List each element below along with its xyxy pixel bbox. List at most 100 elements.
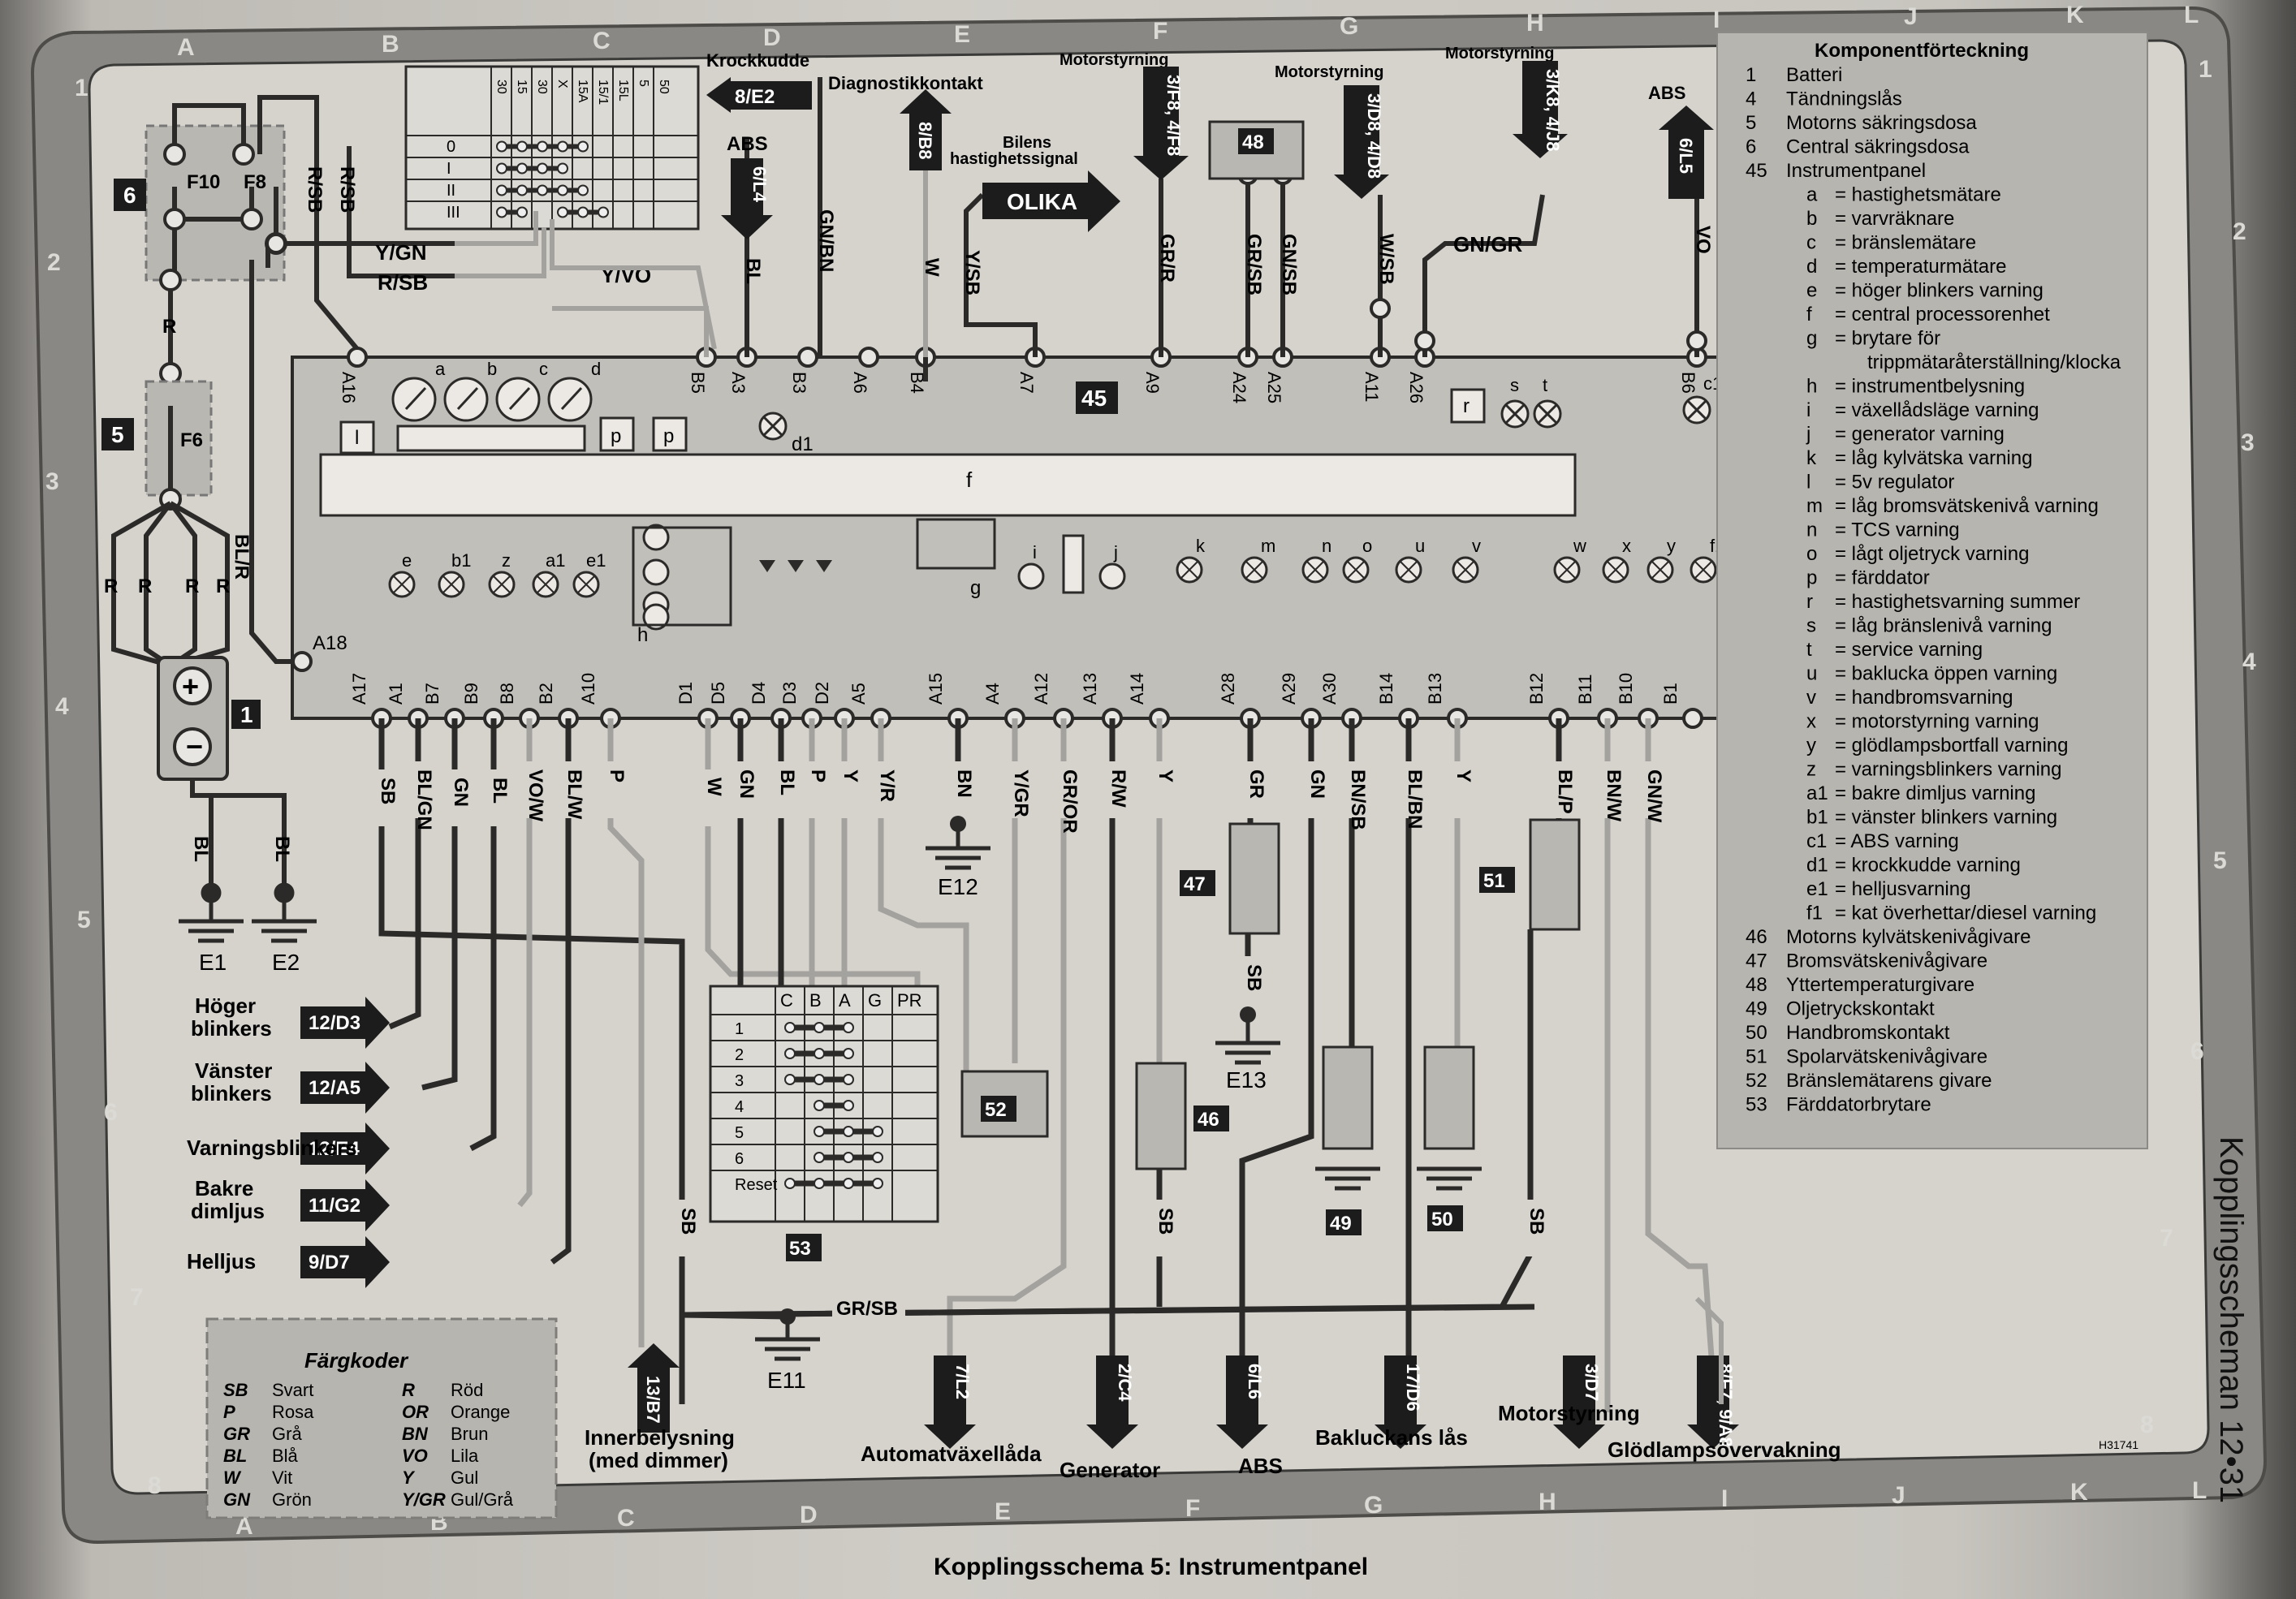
ref-text: Motorstyrning <box>1498 1401 1640 1425</box>
legend-text: = låg bromsvätskenivå varning <box>1835 495 2099 517</box>
legend-text: Yttertemperaturgivare <box>1786 974 1974 996</box>
col-label-bottom: D <box>800 1502 818 1528</box>
lamp-label: s <box>1510 375 1519 395</box>
wire-label: R <box>138 575 152 597</box>
ref-text: Bilens <box>1003 134 1051 152</box>
battery-minus-sign: − <box>186 730 203 763</box>
lamp-label: t <box>1543 375 1547 395</box>
wire-label-bg <box>1546 761 1572 818</box>
lamp-label: b1 <box>451 550 471 571</box>
ref-text: blinkers <box>191 1016 272 1041</box>
legend-text: = höger blinkers varning <box>1835 280 2044 302</box>
arrow-right-icon <box>300 1062 390 1114</box>
pin-label: A17 <box>349 673 369 705</box>
wire-label: R/W <box>1107 769 1129 808</box>
ref-label: 8/F7, 9/A8 <box>1716 1364 1736 1447</box>
wire-label: SB <box>1154 1208 1176 1235</box>
lamp-label: w <box>1573 536 1586 556</box>
wire-label: GR/R <box>1156 234 1178 282</box>
wire-label: R <box>216 575 230 597</box>
switch-contact <box>537 162 548 175</box>
lamp-cross <box>1306 561 1324 579</box>
wire-label: GN <box>450 778 472 807</box>
switch-contact <box>814 1022 825 1033</box>
legend-key: y <box>1806 735 1816 756</box>
col-label-top: A <box>177 34 195 61</box>
gauge-label: b <box>487 359 497 379</box>
legend-text: = service varning <box>1835 639 1983 661</box>
row-label-left: 6 <box>104 1099 118 1126</box>
legend-text: = handbromsvarning <box>1835 687 2013 709</box>
pin-a18-node <box>291 651 313 672</box>
legend-text: = växellådsläge varning <box>1835 399 2039 421</box>
ref-label: 3/F8, 4/F8 <box>1163 75 1184 156</box>
badge-5 <box>101 418 134 450</box>
ref-label: 11/G2 <box>309 1195 360 1217</box>
legend-text: = ABS varning <box>1835 830 1959 852</box>
wire-label: R <box>162 316 176 338</box>
badge-1 <box>231 700 261 729</box>
wire-label-bg <box>1298 761 1324 818</box>
ground-wires <box>190 779 287 885</box>
wire <box>681 1312 788 1320</box>
arrow-up-icon <box>900 89 952 170</box>
wire-label: BL/P <box>1554 769 1576 814</box>
pin-a18-label: A18 <box>313 632 347 654</box>
pin-label: B12 <box>1526 673 1547 705</box>
row-label-right: 8 <box>2140 1412 2154 1438</box>
legend-text: = krockkudde varning <box>1835 855 2021 877</box>
ref-text: Bakluckans lås <box>1315 1425 1468 1450</box>
col-label-bottom: L <box>2192 1477 2207 1504</box>
lamp-label: y <box>1667 536 1676 556</box>
wire-label-bg <box>768 761 794 818</box>
switch-contact <box>872 1178 883 1189</box>
arrow-down-icon <box>1553 1355 1605 1449</box>
running-head: Kopplingsscheman 12•31 <box>2213 1136 2249 1504</box>
color-code: OR <box>402 1402 429 1422</box>
trip-row-label: 3 <box>735 1072 744 1090</box>
legend-key: b1 <box>1806 807 1828 829</box>
legend-text: = varvräknare <box>1835 208 1954 230</box>
wire-label: R/SB <box>336 166 358 213</box>
col-label-bottom: K <box>2070 1479 2088 1506</box>
pin-label: A30 <box>1319 673 1340 705</box>
pin-label: B6 <box>1678 372 1698 394</box>
legend-key: r <box>1806 591 1813 613</box>
color-name: Gul/Grå <box>451 1489 514 1510</box>
wire <box>517 718 533 1208</box>
ground-node <box>950 816 966 832</box>
gauge-label: a <box>435 359 446 379</box>
wire-label-bg <box>669 1200 695 1256</box>
badge-1-text: 1 <box>240 702 253 727</box>
wire-label-bg <box>1237 761 1263 818</box>
wire-label: BN/W <box>1603 769 1625 821</box>
legend-text: = vänster blinkers varning <box>1835 807 2057 829</box>
wire-label-bg <box>369 769 395 826</box>
wire <box>421 718 458 1091</box>
legend-key: k <box>1806 447 1817 469</box>
gauge-needle <box>404 386 427 411</box>
pin-label: A29 <box>1279 673 1299 705</box>
switch-contact <box>496 140 507 153</box>
switch-contact <box>557 206 568 218</box>
pin-label: A1 <box>386 683 406 705</box>
wire-label-bg <box>868 761 894 818</box>
wire-label-bg <box>1595 761 1621 818</box>
wire-label: W/SB <box>1375 234 1397 285</box>
ref-text: Bakre <box>195 1176 253 1200</box>
wire <box>550 718 572 1265</box>
ground-e2-label: E2 <box>272 950 300 975</box>
badge-46-text: 46 <box>1198 1109 1219 1131</box>
ref-box <box>727 81 812 110</box>
wire-label: BL <box>190 836 212 862</box>
legend-key: c1 <box>1806 830 1827 852</box>
ref-text: Helljus <box>187 1249 256 1274</box>
lamp-label: z <box>502 550 511 571</box>
legend-text: = central processorenhet <box>1835 304 2050 325</box>
legend-key: f <box>1806 304 1812 325</box>
color-name: Röd <box>451 1380 483 1400</box>
wire-label: SB <box>1526 1208 1547 1235</box>
wire-label-bg <box>1002 761 1028 818</box>
